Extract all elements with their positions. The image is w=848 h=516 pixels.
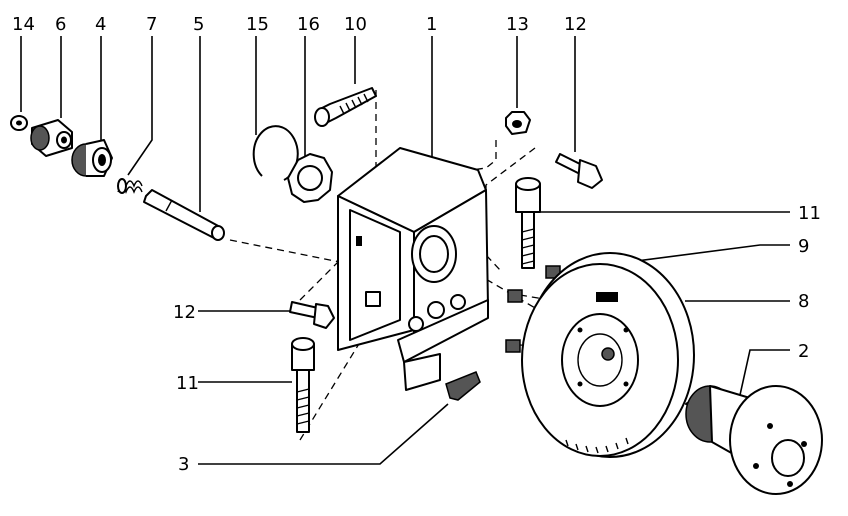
callout-14: 14 — [12, 14, 35, 35]
callout-13: 13 — [506, 14, 529, 35]
part-10-cap-screw — [314, 87, 377, 127]
part-12-hex-screw-top — [555, 153, 603, 189]
part-6-knurled-nut — [30, 119, 73, 157]
part-3-key-wedge — [445, 371, 481, 401]
part-8-dial — [521, 252, 695, 458]
callout-9: 9 — [798, 236, 809, 257]
callout-labels: 14 6 4 7 5 15 16 10 1 13 12 11 9 8 2 12 … — [12, 14, 821, 475]
part-7-spring — [117, 178, 143, 194]
callout-1: 1 — [426, 14, 437, 35]
callout-10: 10 — [344, 14, 367, 35]
callout-8: 8 — [798, 291, 809, 312]
part-14-washer — [10, 115, 28, 131]
callout-5: 5 — [193, 14, 204, 35]
part-16-wave-washer — [287, 153, 333, 203]
callout-12-top: 12 — [564, 14, 587, 35]
callout-16: 16 — [297, 14, 320, 35]
callout-11-left: 11 — [176, 373, 199, 394]
callout-11-right: 11 — [798, 203, 821, 224]
callout-2: 2 — [798, 341, 809, 362]
callout-6: 6 — [55, 14, 66, 35]
part-4-knurled-wheel — [71, 139, 113, 177]
callout-15: 15 — [246, 14, 269, 35]
part-12-hex-screw-left — [289, 301, 335, 329]
part-11-cap-screw-right — [515, 177, 541, 269]
part-2-hub — [685, 385, 823, 495]
callout-12-left: 12 — [173, 302, 196, 323]
part-1-housing — [337, 147, 489, 391]
leader-lines — [20, 36, 790, 465]
part-5-shaft — [143, 189, 225, 241]
part-11-cap-screw-left — [291, 337, 315, 433]
callout-4: 4 — [95, 14, 106, 35]
part-13-nut — [505, 111, 531, 135]
callout-3: 3 — [178, 454, 189, 475]
callout-7: 7 — [146, 14, 157, 35]
